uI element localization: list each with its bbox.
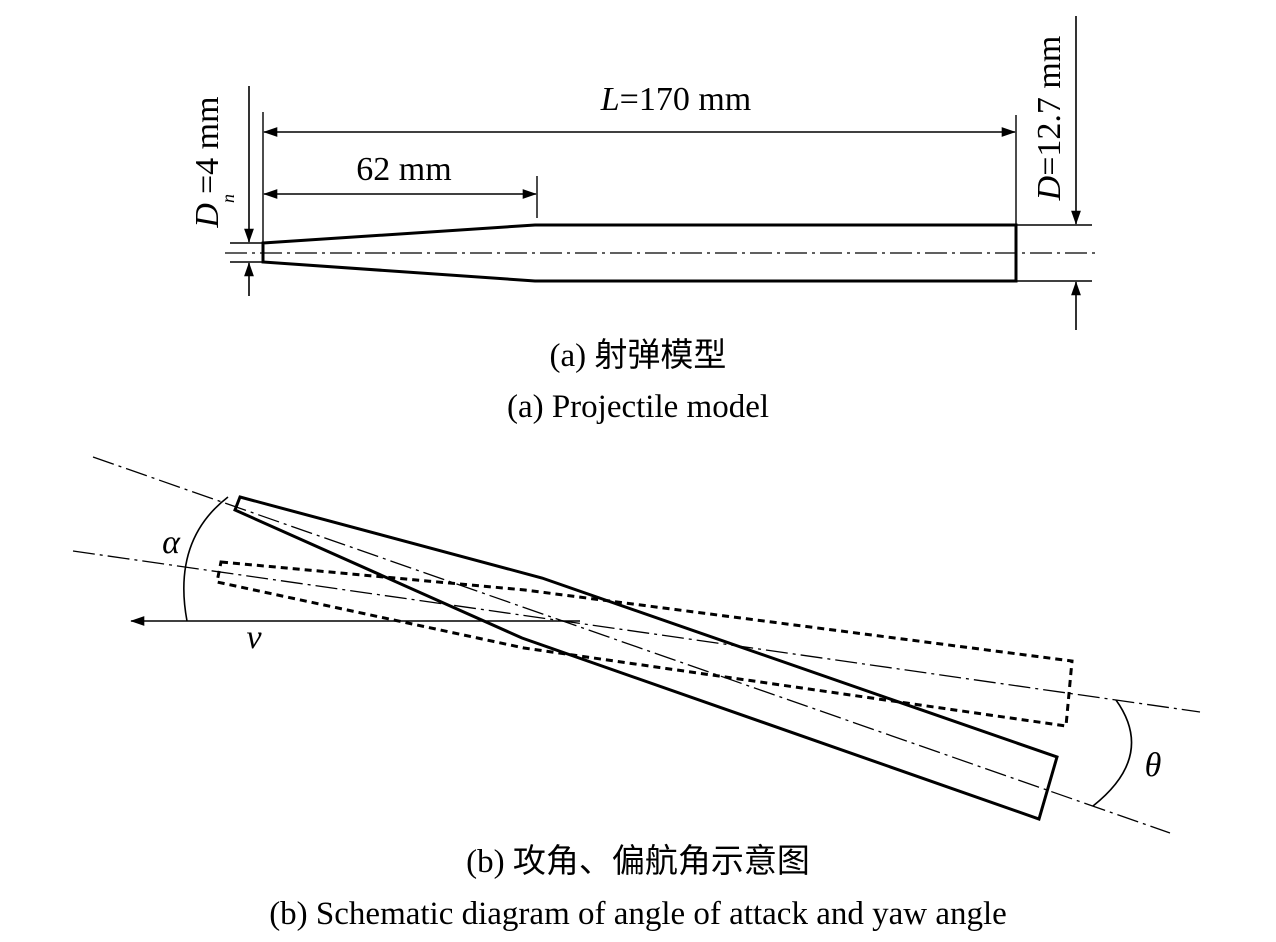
panel-a-projectile-model: L=170 mm 62 mm D=12.7 mm Dn=4 mm (a) 射弹模… [189,16,1095,425]
caption-b-english: (b) Schematic diagram of angle of attack… [269,896,1007,932]
reference-axis-line [72,550,1201,713]
panel-b-angle-schematic: v α θ (b) 攻角、偏航角示意图 (b) Schematic diagra… [72,456,1201,932]
caption-a-chinese: (a) 射弹模型 [550,337,727,374]
alpha-angle-arc [183,496,229,622]
nose-diameter-label: Dn=4 mm [189,96,238,228]
caption-b-chinese: (b) 攻角、偏航角示意图 [466,843,810,880]
velocity-label: v [246,619,262,656]
caption-a-english: (a) Projectile model [507,389,769,425]
alpha-label: α [162,524,181,561]
projectile-axis-line [92,456,1171,834]
theta-label: θ [1145,747,1162,784]
taper-length-label: 62 mm [356,151,451,188]
theta-angle-arc [1092,699,1133,807]
length-label: L=170 mm [600,81,752,118]
projectile-attack-position [233,495,1059,821]
projectile-reference-position [215,560,1074,728]
diameter-label: D=12.7 mm [1031,36,1068,202]
